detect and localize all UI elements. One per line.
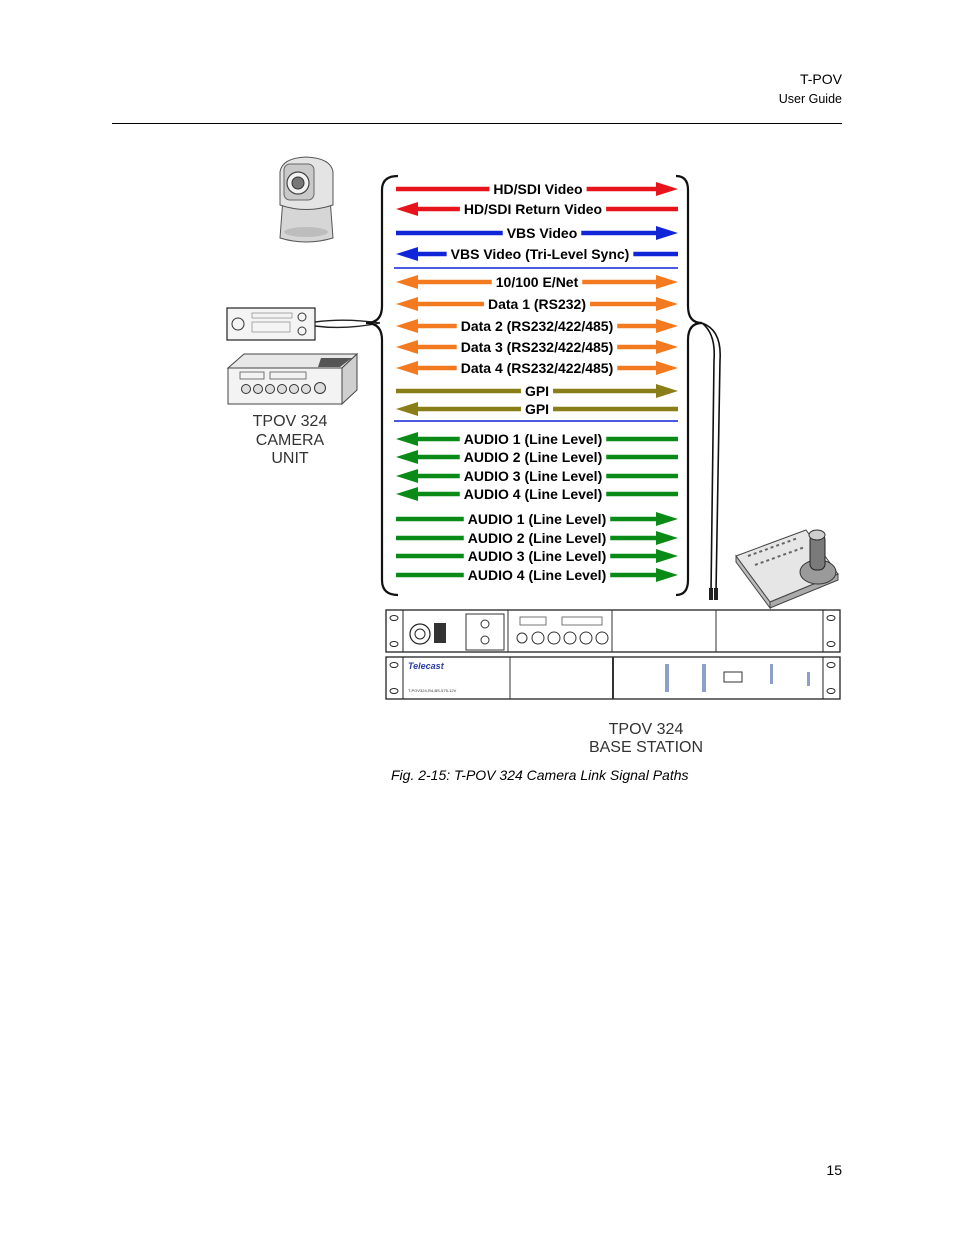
signal-label: VBS Video	[507, 225, 578, 241]
arrowhead-left	[396, 402, 418, 416]
signal-row: AUDIO 3 (Line Level)	[396, 548, 678, 564]
signal-label: AUDIO 2 (Line Level)	[464, 449, 602, 465]
signal-label: GPI	[525, 383, 549, 399]
base-station-rear-panel	[385, 609, 841, 653]
signal-row: GPI	[396, 383, 678, 399]
signal-row: AUDIO 4 (Line Level)	[396, 486, 678, 502]
page-number: 15	[826, 1162, 842, 1178]
signal-row: VBS Video	[396, 225, 678, 241]
arrowhead-left	[396, 487, 418, 501]
signal-label: VBS Video (Tri-Level Sync)	[451, 246, 630, 262]
arrowhead-right	[656, 340, 678, 354]
signal-label: 10/100 E/Net	[496, 274, 579, 290]
signal-row: AUDIO 3 (Line Level)	[396, 468, 678, 484]
signal-row: AUDIO 4 (Line Level)	[396, 567, 678, 583]
signal-row: AUDIO 1 (Line Level)	[396, 511, 678, 527]
signal-label: AUDIO 3 (Line Level)	[464, 468, 602, 484]
signal-row: AUDIO 2 (Line Level)	[396, 530, 678, 546]
arrowhead-left	[396, 202, 418, 216]
signal-row: AUDIO 1 (Line Level)	[396, 431, 678, 447]
signal-label: HD/SDI Return Video	[464, 201, 602, 217]
arrowhead-right	[656, 568, 678, 582]
arrowhead-right	[656, 512, 678, 526]
signal-row: AUDIO 2 (Line Level)	[396, 449, 678, 465]
arrowhead-left	[396, 361, 418, 375]
signal-row: 10/100 E/Net	[396, 274, 678, 290]
signal-label: AUDIO 4 (Line Level)	[468, 567, 606, 583]
signal-row: Data 4 (RS232/422/485)	[396, 360, 678, 376]
camera-unit-label-2: CAMERA	[256, 432, 325, 449]
arrowhead-left	[396, 319, 418, 333]
signal-label: AUDIO 3 (Line Level)	[468, 548, 606, 564]
arrowhead-left	[396, 247, 418, 261]
header-rule	[112, 123, 842, 124]
ptz-camera-image	[279, 156, 334, 243]
arrowhead-right	[656, 549, 678, 563]
arrowhead-left	[396, 469, 418, 483]
arrowhead-right	[656, 319, 678, 333]
signal-row: GPI	[396, 401, 678, 417]
header-title: T-POV	[799, 71, 842, 87]
signal-label: Data 4 (RS232/422/485)	[461, 360, 614, 376]
arrowhead-right	[656, 182, 678, 196]
arrowhead-right	[656, 531, 678, 545]
signal-label: Data 1 (RS232)	[488, 296, 586, 312]
arrowhead-left	[396, 297, 418, 311]
arrowhead-left	[396, 432, 418, 446]
figure-caption: Fig. 2-15: T-POV 324 Camera Link Signal …	[391, 767, 689, 783]
signal-label: AUDIO 1 (Line Level)	[468, 511, 606, 527]
arrowhead-left	[396, 450, 418, 464]
signal-label: GPI	[525, 401, 549, 417]
arrowhead-right	[656, 297, 678, 311]
base-station-label-2: BASE STATION	[589, 739, 703, 756]
camera-unit-label-3: UNIT	[271, 450, 309, 467]
left-brace	[365, 174, 399, 597]
arrowhead-right	[656, 384, 678, 398]
signal-row: Data 1 (RS232)	[396, 296, 678, 312]
camera-interface-module	[226, 307, 381, 341]
arrowhead-right	[656, 275, 678, 289]
arrowhead-right	[656, 226, 678, 240]
signal-label: Data 2 (RS232/422/485)	[461, 318, 614, 334]
joystick-controller-image	[735, 529, 839, 610]
signal-label: Data 3 (RS232/422/485)	[461, 339, 614, 355]
arrowhead-left	[396, 340, 418, 354]
arrowhead-left	[396, 275, 418, 289]
base-station-label-1: TPOV 324	[609, 721, 684, 738]
right-brace	[675, 174, 703, 597]
signal-row: HD/SDI Video	[396, 181, 678, 197]
camera-unit-image	[226, 352, 359, 406]
arrowhead-right	[656, 361, 678, 375]
signal-label: AUDIO 4 (Line Level)	[464, 486, 602, 502]
camera-unit-label-1: TPOV 324	[253, 413, 328, 430]
signal-row: Data 2 (RS232/422/485)	[396, 318, 678, 334]
signal-label: AUDIO 1 (Line Level)	[464, 431, 602, 447]
signal-path-figure: TPOV 324 CAMERA UNIT HD/SDI VideoHD/SDI …	[226, 156, 841, 756]
signal-row: VBS Video (Tri-Level Sync)	[396, 246, 678, 262]
model-label: T-POV324-R4-BS-575-12V	[408, 688, 457, 693]
base-station-front-panel: Telecast T-POV324-R4-BS-575-12V	[385, 656, 841, 700]
signal-row: HD/SDI Return Video	[396, 201, 678, 217]
header-subtitle: User Guide	[778, 92, 842, 106]
brand-logo: Telecast	[408, 661, 445, 671]
signal-label: AUDIO 2 (Line Level)	[468, 530, 606, 546]
signal-row: Data 3 (RS232/422/485)	[396, 339, 678, 355]
signal-label: HD/SDI Video	[493, 181, 582, 197]
fiber-cable	[701, 322, 721, 600]
